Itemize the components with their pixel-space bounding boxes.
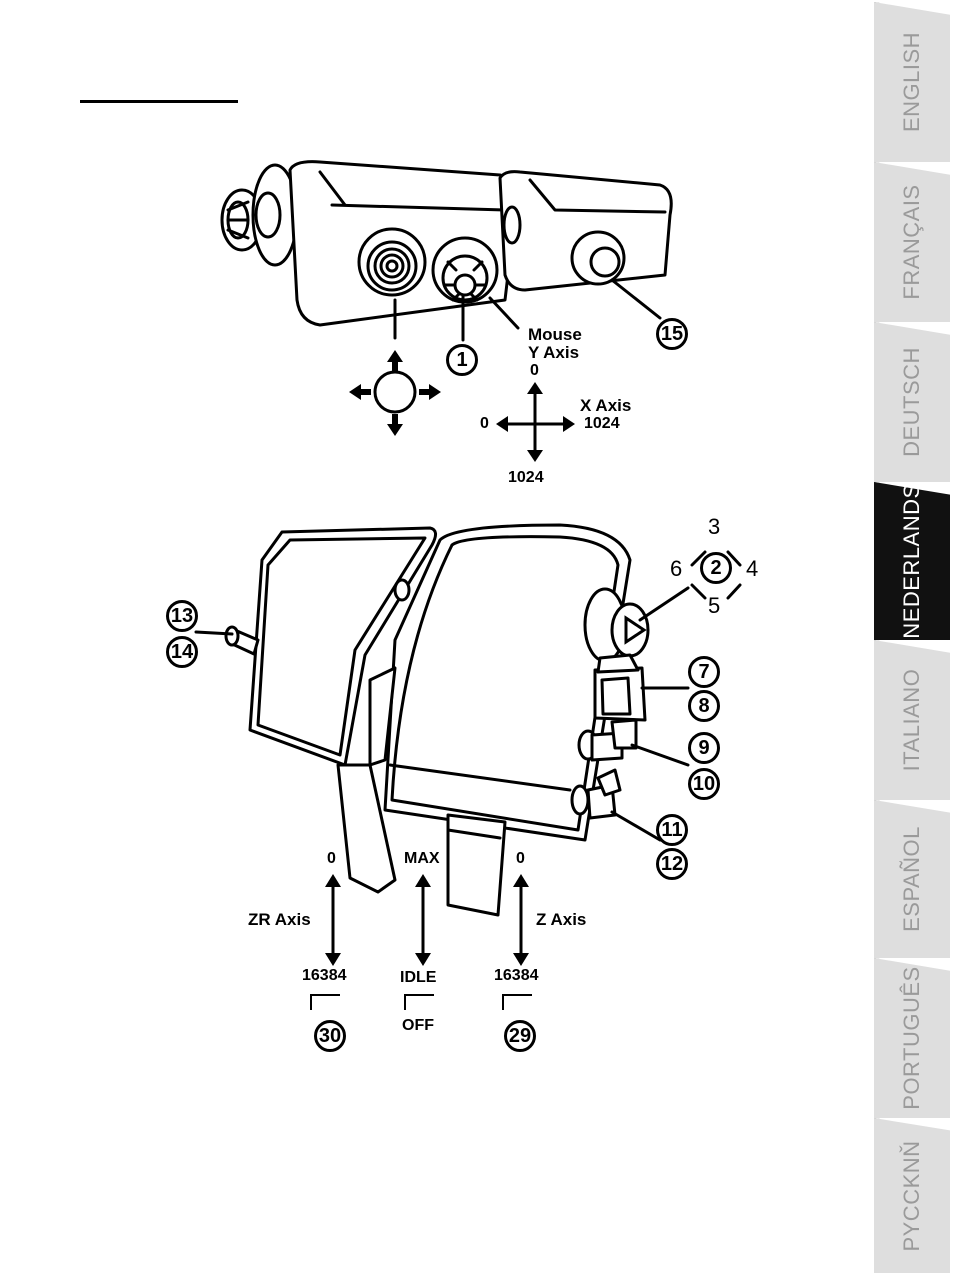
heading-underline	[80, 100, 238, 103]
tab-portugues-label: PORTUGUÊS	[899, 966, 924, 1110]
tab-portugues[interactable]: PORTUGUÊS	[874, 958, 950, 1118]
tab-russian-label: PYCCKNŇ	[899, 1139, 924, 1252]
zr-callout: 30	[314, 1020, 346, 1052]
zr-bracket	[310, 994, 340, 1010]
tab-deutsch-label: DEUTSCH	[899, 347, 924, 457]
callout-8: 8	[688, 690, 720, 722]
tab-nederlands-label: NEDERLANDS	[899, 483, 924, 639]
callout-9: 9	[688, 732, 720, 764]
y-axis-min: 0	[530, 362, 539, 379]
callout-12: 12	[656, 848, 688, 880]
z-axis-bottom: 16384	[494, 967, 539, 984]
tab-italiano[interactable]: ITALIANO	[874, 640, 950, 800]
z-callout: 29	[504, 1020, 536, 1052]
z-axis-top: 0	[516, 850, 525, 867]
hat-center-callout: 2	[700, 552, 732, 584]
hat-up-label: 3	[708, 514, 721, 539]
callout-7: 7	[688, 656, 720, 688]
tab-espanol-label: ESPAÑOL	[899, 826, 924, 932]
z-axis-label: Z Axis	[536, 910, 587, 929]
z-bracket	[502, 994, 532, 1010]
tab-english-label: ENGLISH	[899, 31, 924, 133]
zr-axis-top: 0	[327, 850, 336, 867]
callout-10: 10	[688, 768, 720, 800]
zr-axis-label: ZR Axis	[248, 910, 311, 929]
hat-right-label: 4	[746, 556, 759, 581]
tab-espanol[interactable]: ESPAÑOL	[874, 800, 950, 958]
throttle-max-label: MAX	[404, 850, 440, 867]
x-axis-label: X Axis	[580, 396, 632, 415]
callout-14: 14	[166, 636, 198, 668]
zr-axis-bottom: 16384	[302, 967, 347, 984]
tab-francais-label: FRANÇAIS	[899, 184, 924, 300]
tab-italiano-label: ITALIANO	[899, 668, 924, 772]
throttle-side-illustration	[194, 523, 742, 966]
mouse-label: Mouse	[528, 325, 582, 344]
tab-russian[interactable]: PYCCKNŇ	[874, 1118, 950, 1273]
tab-nederlands[interactable]: NEDERLANDS	[874, 482, 950, 640]
y-axis-label: Y Axis	[528, 343, 580, 362]
callout-1: 1	[446, 344, 478, 376]
throttle-bracket	[404, 994, 434, 1010]
throttle-top-illustration	[220, 160, 673, 462]
hat-left-label: 6	[670, 556, 683, 581]
x-axis-min: 0	[480, 415, 489, 432]
tab-english[interactable]: ENGLISH	[874, 2, 950, 162]
y-axis-max: 1024	[508, 469, 544, 486]
hat-down-label: 5	[708, 593, 721, 618]
language-tabs: ENGLISH FRANÇAIS DEUTSCH NEDERLANDS ITAL…	[868, 0, 955, 1273]
throttle-off-label: OFF	[402, 1017, 434, 1034]
tab-francais[interactable]: FRANÇAIS	[874, 162, 950, 322]
callout-13: 13	[166, 600, 198, 632]
throttle-idle-label: IDLE	[400, 969, 437, 986]
page-content: 1 15 Mouse Y Axis 0 1024 X Axis 0 1024	[80, 100, 759, 1052]
callout-11: 11	[656, 814, 688, 846]
tab-deutsch[interactable]: DEUTSCH	[874, 322, 950, 482]
callout-15: 15	[656, 318, 688, 350]
x-axis-max: 1024	[584, 415, 620, 432]
